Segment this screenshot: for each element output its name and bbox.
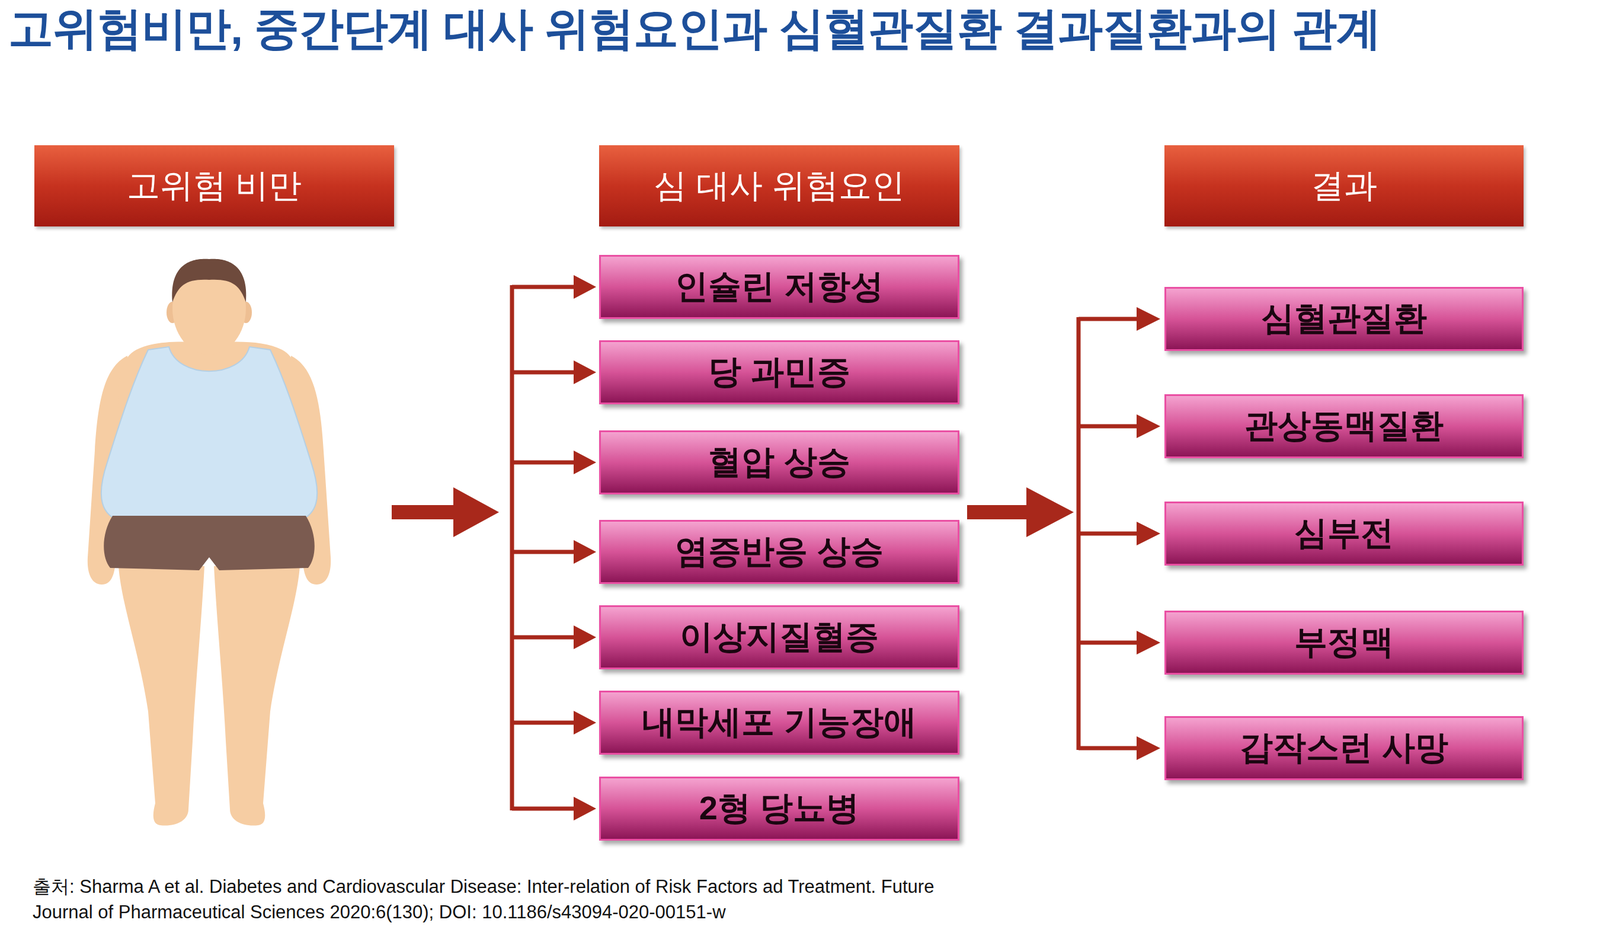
branch-arrowhead xyxy=(1136,414,1161,438)
box-label: 부정맥 xyxy=(1294,619,1394,665)
branch-arrowhead xyxy=(573,360,597,384)
box-label: 결과 xyxy=(1310,163,1378,209)
column-header: 심 대사 위험요인 xyxy=(599,145,960,227)
factor-box: 2형 당뇨병 xyxy=(599,776,960,841)
box-label: 고위험 비만 xyxy=(126,163,303,209)
box-label: 심부전 xyxy=(1294,510,1394,556)
factor-box: 혈압 상승 xyxy=(599,430,960,495)
factor-box: 당 과민증 xyxy=(599,340,960,405)
bracket-branch xyxy=(512,806,578,811)
column-header: 결과 xyxy=(1164,145,1524,227)
big-arrow-head xyxy=(1026,487,1074,537)
box-label: 염증반응 상승 xyxy=(674,529,884,575)
outcome-bracket xyxy=(1078,317,1141,750)
bracket-branch xyxy=(512,370,578,375)
box-label: 인슐린 저항성 xyxy=(674,264,884,310)
branch-arrowhead xyxy=(1136,736,1161,760)
big-arrow-shaft xyxy=(967,504,1030,520)
factor-box: 내막세포 기능장애 xyxy=(599,690,960,755)
factor-box: 심혈관질환 xyxy=(1164,286,1524,351)
box-label: 관상동맥질환 xyxy=(1244,403,1444,449)
bracket-branch xyxy=(512,635,578,640)
bracket-line xyxy=(510,285,515,811)
bracket-branch xyxy=(1078,424,1141,429)
tank-top xyxy=(101,346,318,522)
leg xyxy=(118,565,205,826)
source-caption: 출처: Sharma A et al. Diabetes and Cardiov… xyxy=(32,873,981,926)
box-label: 2형 당뇨병 xyxy=(699,785,860,831)
branch-arrowhead xyxy=(573,539,597,564)
obese-person-figure xyxy=(87,258,331,826)
hair xyxy=(171,258,246,303)
big-arrow-shaft xyxy=(391,504,457,520)
shorts xyxy=(103,515,315,571)
column-header: 고위험 비만 xyxy=(34,145,395,227)
box-label: 이상지질혈증 xyxy=(679,614,879,660)
branch-arrowhead xyxy=(1136,521,1161,546)
bracket-branch xyxy=(1078,317,1141,322)
branch-arrowhead xyxy=(573,625,597,649)
outcome-bracket-heads xyxy=(1136,306,1161,760)
bracket-branch xyxy=(1078,746,1141,751)
risk-bracket-heads xyxy=(573,274,597,821)
factor-box: 갑작스런 사망 xyxy=(1164,715,1524,780)
bracket-branch xyxy=(512,720,578,725)
factor-box: 관상동맥질환 xyxy=(1164,394,1524,459)
branch-arrowhead xyxy=(1136,306,1161,331)
bracket-branch xyxy=(1078,640,1141,645)
box-label: 심 대사 위험요인 xyxy=(653,163,905,209)
risk-bracket xyxy=(512,285,578,811)
box-label: 갑작스런 사망 xyxy=(1239,725,1449,771)
big-arrow-head xyxy=(453,487,499,537)
box-label: 내막세포 기능장애 xyxy=(641,699,917,745)
factor-box: 심부전 xyxy=(1164,501,1524,566)
factor-box: 부정맥 xyxy=(1164,610,1524,675)
branch-arrowhead xyxy=(573,274,597,299)
box-label: 심혈관질환 xyxy=(1261,296,1427,342)
box-label: 당 과민증 xyxy=(708,349,851,395)
branch-arrowhead xyxy=(573,796,597,821)
factor-box: 이상지질혈증 xyxy=(599,605,960,670)
factor-box: 염증반응 상승 xyxy=(599,519,960,584)
bracket-branch xyxy=(512,549,578,555)
bracket-branch xyxy=(1078,531,1141,536)
bracket-branch xyxy=(512,285,578,290)
bracket-branch xyxy=(512,460,578,465)
branch-arrowhead xyxy=(573,450,597,475)
branch-arrowhead xyxy=(573,710,597,735)
leg xyxy=(213,565,300,826)
box-label: 혈압 상승 xyxy=(708,439,851,485)
factor-box: 인슐린 저항성 xyxy=(599,254,960,319)
slide-title: 고위험비만, 중간단계 대사 위험요인과 심혈관질환 결과질환과의 관계 xyxy=(8,3,1381,54)
branch-arrowhead xyxy=(1136,630,1161,655)
